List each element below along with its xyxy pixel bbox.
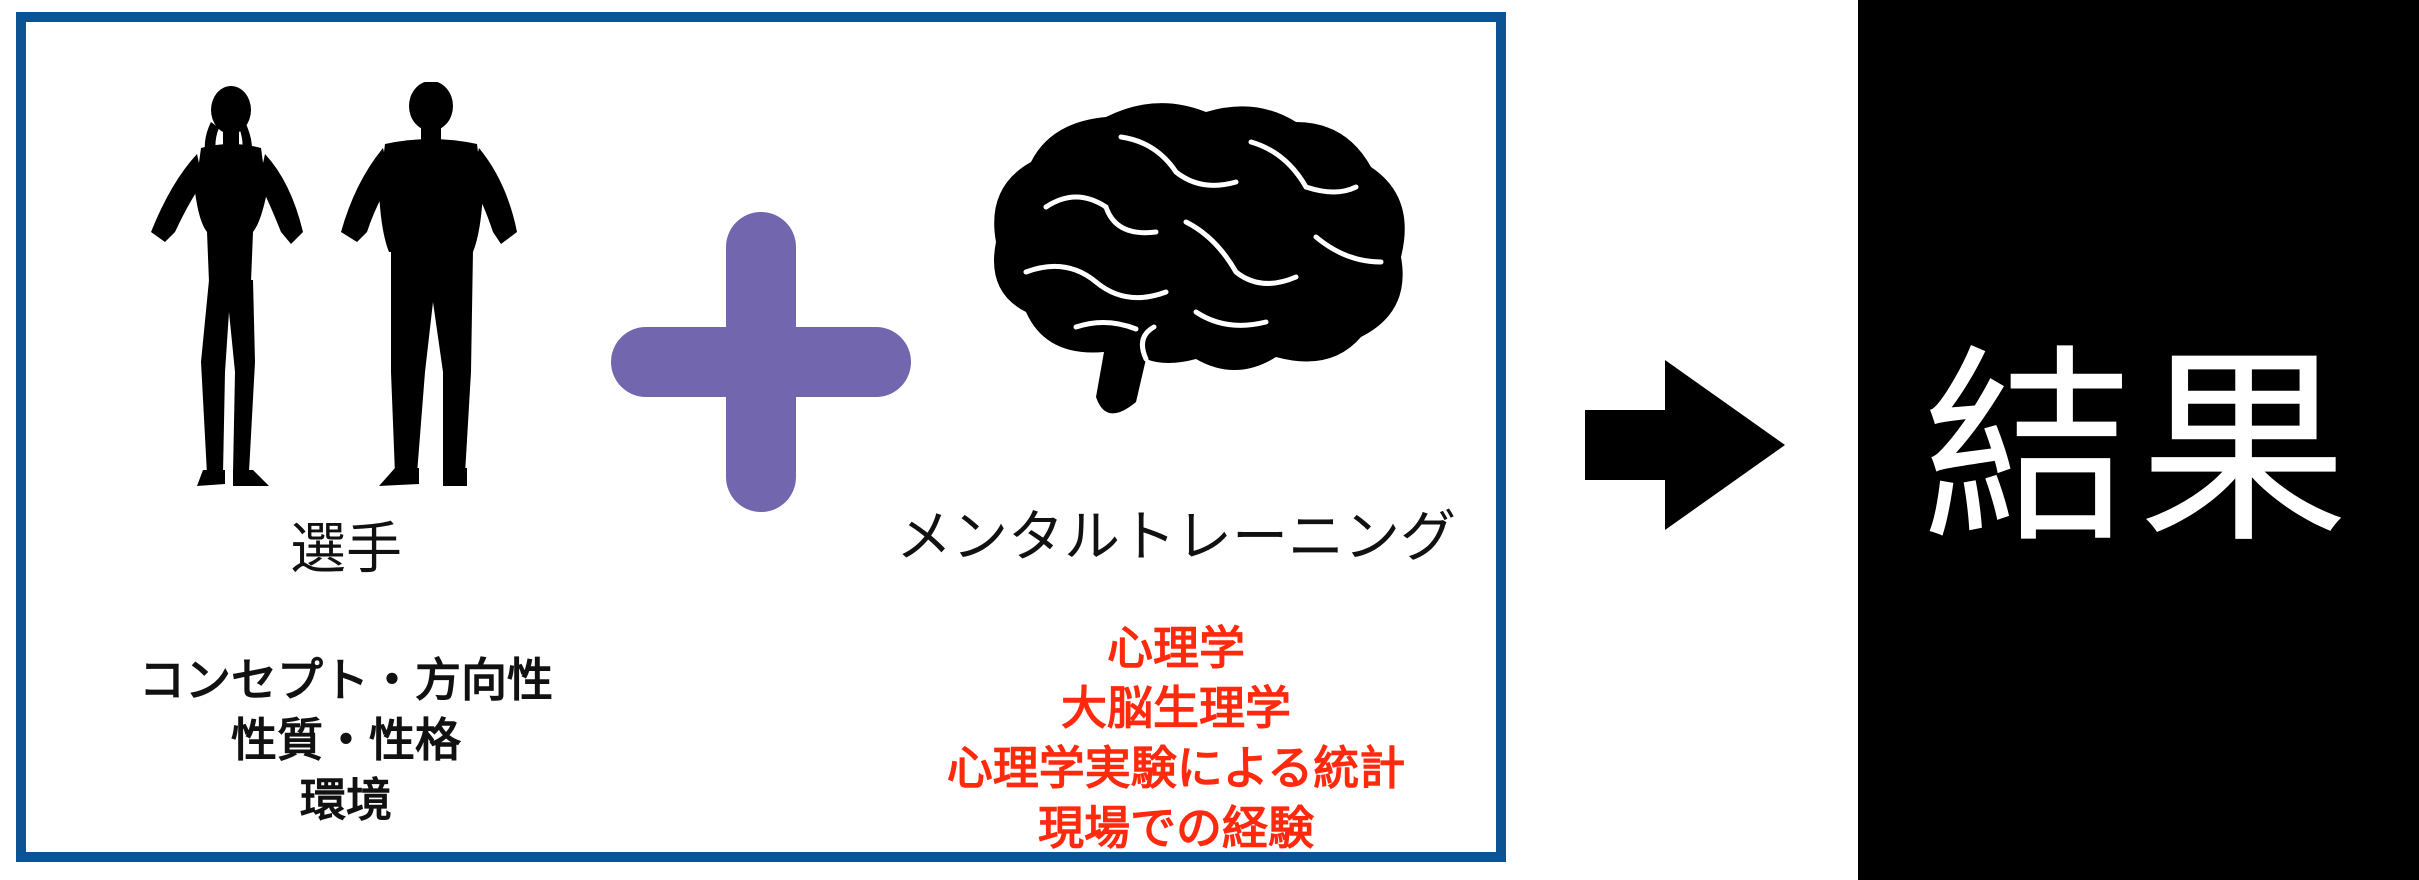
plus-icon [611, 212, 911, 512]
result-label: 結果 [1922, 327, 2355, 572]
player-label: 選手 [290, 517, 402, 582]
right-arrow-icon [1585, 360, 1785, 530]
inputs-frame: 選手 メンタルトレーニング コンセプト・方向性 性質・性格 環境 心理学 大脳生… [16, 12, 1506, 862]
player-attribute: 環境 [300, 773, 392, 827]
mental-basis-item: 心理学 [1107, 621, 1245, 675]
mental-basis-item: 心理学実験による統計 [946, 741, 1406, 795]
player-attribute: コンセプト・方向性 [139, 653, 553, 707]
player-attribute: 性質・性格 [231, 713, 461, 767]
result-box: 結果 [1858, 0, 2419, 880]
brain-icon [994, 103, 1405, 414]
mental-basis-item: 大脳生理学 [1061, 681, 1291, 735]
mental-training-basis: 心理学 大脳生理学 心理学実験による統計 現場での経験 [886, 618, 1466, 858]
mental-training-label: メンタルトレーニング [896, 505, 1456, 570]
people-silhouette-icon [151, 82, 517, 486]
mental-basis-item: 現場での経験 [1038, 801, 1314, 855]
player-attributes: コンセプト・方向性 性質・性格 環境 [76, 650, 616, 830]
